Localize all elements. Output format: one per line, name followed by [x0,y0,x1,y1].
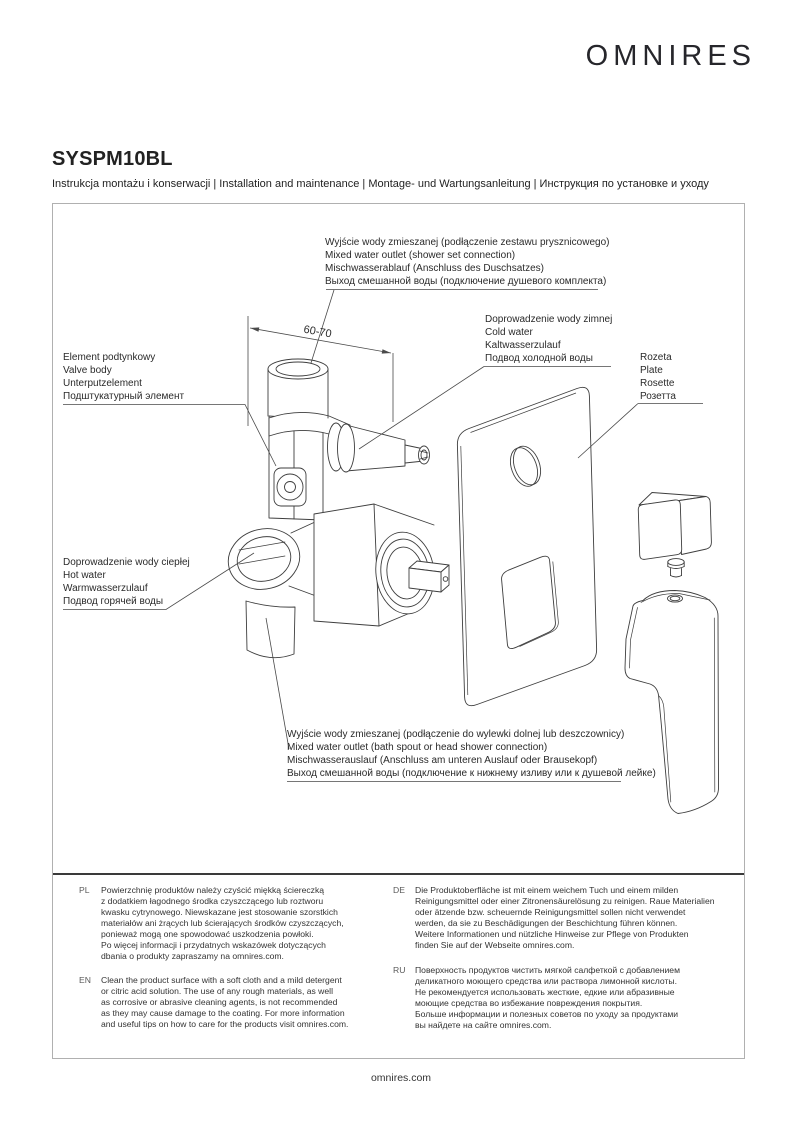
care-lang-pl: PL [79,885,90,895]
care-text-pl: Powierzchnię produktów należy czyścić mi… [101,885,344,961]
valve-body-drawing [227,358,450,659]
care-text-en: Clean the product surface with a soft cl… [101,975,349,1029]
dimension-annotation: 60-70 [247,316,394,426]
brand-logo: OMNIRES [585,40,756,72]
document-subtitle: Instrukcja montażu i konserwacji | Insta… [52,178,709,190]
callout-mixed-outlet-top: Wyjście wody zmieszanej (podłączenie zes… [325,237,610,287]
product-code-title: SYSPM10BL [52,148,173,170]
handle-knob-drawing [637,492,712,560]
callout-mixed-outlet-bottom: Wyjście wody zmieszanej (podłączenie do … [287,729,656,779]
instruction-panel: 60-70 Wyjście wody zmieszanej (podłączen… [52,203,745,1059]
lever-handle-drawing [624,590,719,814]
care-text-ru: Поверхность продуктов чистить мягкой сал… [415,965,680,1030]
care-lang-de: DE [393,885,405,895]
section-divider [53,873,744,875]
dimension-label: 60-70 [303,324,333,341]
technical-diagram: 60-70 [63,289,719,814]
care-lang-ru: RU [393,965,406,975]
care-text-de: Die Produktoberfläche ist mit einem weic… [415,885,715,950]
care-lang-en: EN [79,975,91,985]
footer-website: omnires.com [370,1072,432,1084]
screw-drawing [667,558,685,578]
leader-lines [63,289,703,782]
plate-drawing [456,386,598,707]
